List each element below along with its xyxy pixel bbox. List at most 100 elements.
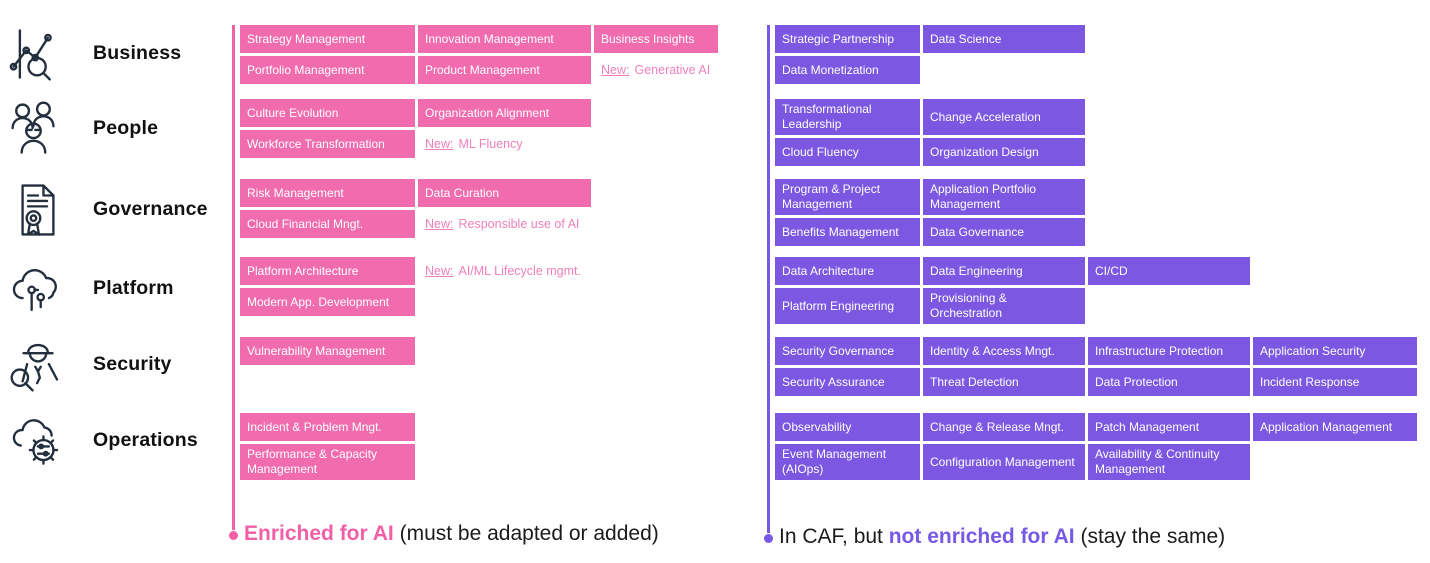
capability-box: Provisioning & Orchestration <box>923 288 1085 324</box>
perspective-label-governance: Governance <box>93 198 208 220</box>
capability-box: Strategy Management <box>240 25 415 53</box>
capability-box: Observability <box>775 413 920 441</box>
capability-box: Identity & Access Mngt. <box>923 337 1085 365</box>
capability-row: Performance & Capacity Management <box>240 444 415 480</box>
security-enriched-group: Vulnerability Management <box>240 337 415 368</box>
capability-box: Business Insights <box>594 25 718 53</box>
capability-box: Change & Release Mngt. <box>923 413 1085 441</box>
new-capability: New:Responsible use of AI <box>418 210 586 238</box>
new-capability: New: ML Fluency <box>418 130 530 158</box>
perspective-label-security: Security <box>93 353 172 375</box>
capability-box: Data Governance <box>923 218 1085 246</box>
new-capability-label: AI/ML Lifecycle mgmt. <box>458 264 581 278</box>
capability-row: Event Management (AIOps)Configuration Ma… <box>775 444 1417 480</box>
perspective-label-platform: Platform <box>93 277 174 299</box>
capability-box: Application Management <box>1253 413 1417 441</box>
capability-box: Organization Alignment <box>418 99 591 127</box>
capability-box: Transformational Leadership <box>775 99 920 135</box>
capability-box: Configuration Management <box>923 444 1085 480</box>
capability-row: Cloud Financial Mngt.New:Responsible use… <box>240 210 591 238</box>
capability-box: Data Science <box>923 25 1085 53</box>
capability-box: Threat Detection <box>923 368 1085 396</box>
enriched-column-line <box>232 25 235 530</box>
capability-box: Security Assurance <box>775 368 920 396</box>
new-prefix: New: <box>601 63 630 77</box>
capability-box: Culture Evolution <box>240 99 415 127</box>
capability-box: Event Management (AIOps) <box>775 444 920 480</box>
capability-box: Data Monetization <box>775 56 920 84</box>
capability-box: Portfolio Management <box>240 56 415 84</box>
legend-caf-highlight: not enriched for AI <box>888 525 1075 548</box>
capability-row: Platform Architecture New: AI/ML Lifecycle… <box>240 257 588 285</box>
caf-column-line <box>767 25 770 533</box>
capability-box: Organization Design <box>923 138 1085 166</box>
cloud-platform-icon <box>9 260 67 318</box>
capability-box: Incident Response <box>1253 368 1417 396</box>
legend-caf-suffix: (stay the same) <box>1074 525 1226 548</box>
new-capability: New: AI/ML Lifecycle mgmt. <box>418 257 588 285</box>
legend-caf: In CAF, but not enriched for AI (stay th… <box>779 525 1225 549</box>
capability-box: Vulnerability Management <box>240 337 415 365</box>
capability-box: Change Acceleration <box>923 99 1085 135</box>
caf-legend-dot <box>764 534 773 543</box>
capability-box: Benefits Management <box>775 218 920 246</box>
capability-box: Cloud Financial Mngt. <box>240 210 415 238</box>
cloud-gear-icon <box>9 412 67 470</box>
capability-box: Workforce Transformation <box>240 130 415 158</box>
certificate-document-icon <box>9 181 67 239</box>
capability-box: Product Management <box>418 56 591 84</box>
capability-row: Modern App. Development <box>240 288 588 316</box>
legend-enriched-highlight: Enriched for AI <box>244 522 394 545</box>
capability-row: Data Monetization <box>775 56 1085 84</box>
new-capability-label: Responsible use of AI <box>458 217 580 231</box>
capability-box: Strategic Partnership <box>775 25 920 53</box>
capability-box: Innovation Management <box>418 25 591 53</box>
new-capability-label: ML Fluency <box>458 137 523 151</box>
capability-row: Vulnerability Management <box>240 337 415 365</box>
capability-box: Platform Architecture <box>240 257 415 285</box>
capability-box: Availability & Continuity Management <box>1088 444 1250 480</box>
capability-box: Application Portfolio Management <box>923 179 1085 215</box>
operations-enriched-group: Incident & Problem Mngt. Performance & Ca… <box>240 413 415 483</box>
people-group-icon <box>9 100 67 158</box>
capability-box: Data Curation <box>418 179 591 207</box>
capability-box: Program & Project Management <box>775 179 920 215</box>
legend-enriched-suffix: (must be adapted or added) <box>393 522 659 545</box>
spy-magnifier-icon <box>9 336 67 394</box>
capability-box: Cloud Fluency <box>775 138 920 166</box>
new-prefix: New: <box>425 264 454 278</box>
capability-box: Data Engineering <box>923 257 1085 285</box>
new-capability-label: Generative AI <box>634 63 711 77</box>
legend-enriched: Enriched for AI (must be adapted or adde… <box>244 522 659 546</box>
capability-box: Security Governance <box>775 337 920 365</box>
capability-box: Platform Engineering <box>775 288 920 324</box>
chart-magnifier-icon <box>9 25 67 83</box>
new-prefix: New: <box>425 137 454 151</box>
perspective-label-people: People <box>93 117 159 139</box>
capability-box: Application Security <box>1253 337 1417 365</box>
legend-caf-prefix: In CAF, but <box>779 525 889 548</box>
enriched-legend-dot <box>229 531 238 540</box>
capability-box: Incident & Problem Mngt. <box>240 413 415 441</box>
capability-box: Infrastructure Protection <box>1088 337 1250 365</box>
